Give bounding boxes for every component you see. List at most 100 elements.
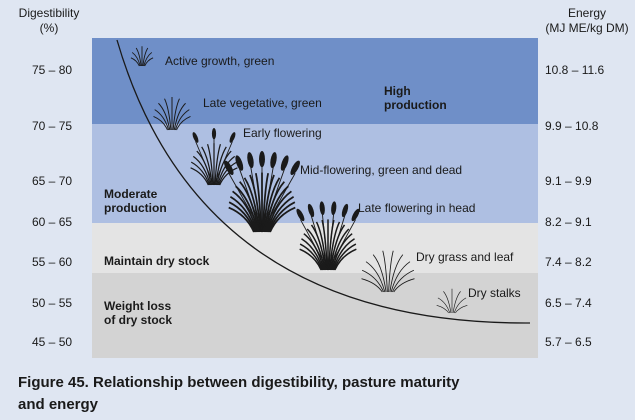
grass-blade — [389, 254, 404, 293]
right-tick: 10.8 – 11.6 — [545, 63, 605, 77]
left-axis-title-line2: (%) — [39, 21, 59, 35]
grass-blade — [372, 254, 387, 293]
grass-blade — [436, 304, 449, 314]
left-tick: 75 – 80 — [32, 63, 73, 77]
grass-mid-flowering-icon — [224, 151, 300, 233]
grass-stem — [327, 219, 356, 271]
right-axis-title-line1: Energy — [567, 6, 607, 20]
grass-blade — [330, 228, 350, 271]
grass-stem — [250, 165, 263, 233]
grass-blade — [393, 278, 415, 293]
grass-blade — [131, 52, 141, 67]
grass-dry-leaf-icon — [361, 250, 415, 293]
grass-seed-head — [331, 201, 337, 216]
grass-blade — [299, 243, 323, 271]
grass-stem — [261, 173, 296, 233]
grass-blade — [265, 185, 289, 233]
figure-caption: Figure 45. Relationship between digestib… — [18, 372, 618, 416]
left-tick: 55 – 60 — [32, 255, 73, 269]
grass-blade — [144, 57, 154, 67]
grass-blade — [176, 115, 191, 131]
grass-blade — [217, 155, 236, 186]
grass-blade — [268, 201, 296, 233]
grass-stem — [327, 212, 335, 271]
stage-label-active-growth: Active growth, green — [165, 54, 275, 68]
left-tick: 70 – 75 — [32, 119, 73, 133]
grass-blade — [332, 238, 355, 271]
grass-blade — [382, 250, 388, 293]
grass-seed-head — [235, 155, 244, 171]
band-high-production — [92, 38, 538, 124]
grass-stem — [327, 214, 346, 271]
grass-early-flowering-icon — [190, 128, 238, 186]
grass-stem — [261, 165, 274, 233]
grass-blade — [218, 161, 238, 186]
grass-blade — [153, 115, 168, 131]
grass-stem — [321, 212, 329, 271]
grass-stem — [213, 141, 233, 186]
right-tick: 8.2 – 9.1 — [545, 215, 592, 229]
grass-blade — [154, 109, 170, 131]
grass-seed-head — [307, 203, 315, 218]
grass-blade — [158, 102, 171, 131]
grass-blade — [214, 143, 222, 186]
grass-seed-head — [247, 152, 254, 169]
band-label-maintain: Maintain dry stock — [104, 254, 209, 268]
band-label-high: High production — [384, 84, 447, 112]
grass-stem — [195, 141, 215, 186]
grass-blade — [443, 291, 452, 314]
grass-stem — [228, 173, 263, 233]
grass-seed-head — [296, 208, 305, 222]
grass-seed-head — [270, 152, 277, 169]
grass-blade — [192, 155, 211, 186]
left-tick: 50 – 55 — [32, 296, 73, 310]
grass-blade — [174, 109, 190, 131]
grass-blade — [437, 297, 451, 314]
right-tick: 7.4 – 8.2 — [545, 255, 592, 269]
grass-blade — [334, 248, 357, 271]
band-label-moderate-line2: production — [104, 201, 167, 215]
grass-seed-head — [229, 132, 236, 143]
grass-blade — [361, 278, 383, 293]
grass-icons-group — [130, 46, 468, 314]
grass-late-vegetative-icon — [153, 97, 191, 131]
right-axis-title: Energy (MJ ME/kg DM) — [537, 6, 635, 36]
grass-blade — [365, 261, 386, 293]
right-tick: 5.7 – 6.5 — [545, 335, 592, 349]
grass-blade — [206, 143, 214, 186]
grass-blade — [388, 250, 394, 293]
grass-blade — [232, 190, 258, 233]
right-tick: 9.9 – 10.8 — [545, 119, 599, 133]
stage-label-late-flowering: Late flowering in head — [358, 201, 476, 215]
grass-blade — [333, 243, 357, 271]
stage-label-dry-stalks: Dry stalks — [468, 286, 521, 300]
grass-seed-head — [290, 160, 300, 176]
grass-seed-head — [351, 208, 360, 222]
grass-blade — [229, 195, 257, 233]
grass-blade — [228, 206, 255, 233]
grass-blade — [190, 161, 210, 186]
grass-blade — [164, 98, 172, 131]
grass-blade — [228, 201, 256, 233]
grass-blade — [269, 206, 296, 233]
grass-blade — [266, 190, 292, 233]
grass-blade — [135, 47, 142, 67]
stage-label-mid-flowering: Mid-flowering, green and dead — [300, 163, 463, 177]
figure-caption-line1: Figure 45. Relationship between digestib… — [18, 374, 460, 391]
grass-seed-head — [211, 128, 217, 140]
grass-blade — [328, 221, 341, 271]
grass-seed-head — [259, 151, 265, 168]
grass-blade — [455, 304, 468, 314]
band-label-moderate-line1: Moderate — [104, 187, 158, 201]
right-tick: 6.5 – 7.4 — [545, 296, 592, 310]
band-label-loss-line1: Weight loss — [104, 299, 172, 313]
left-tick: 65 – 70 — [32, 174, 73, 188]
grass-blade — [452, 291, 461, 314]
figure-caption-line2: and energy — [18, 396, 99, 413]
right-axis-title-line2: (MJ ME/kg DM) — [545, 21, 629, 35]
grass-blade — [143, 52, 153, 67]
grass-active-growth-icon — [130, 46, 154, 67]
stage-label-early-flowering: Early flowering — [243, 126, 322, 140]
grass-blade — [130, 57, 140, 67]
